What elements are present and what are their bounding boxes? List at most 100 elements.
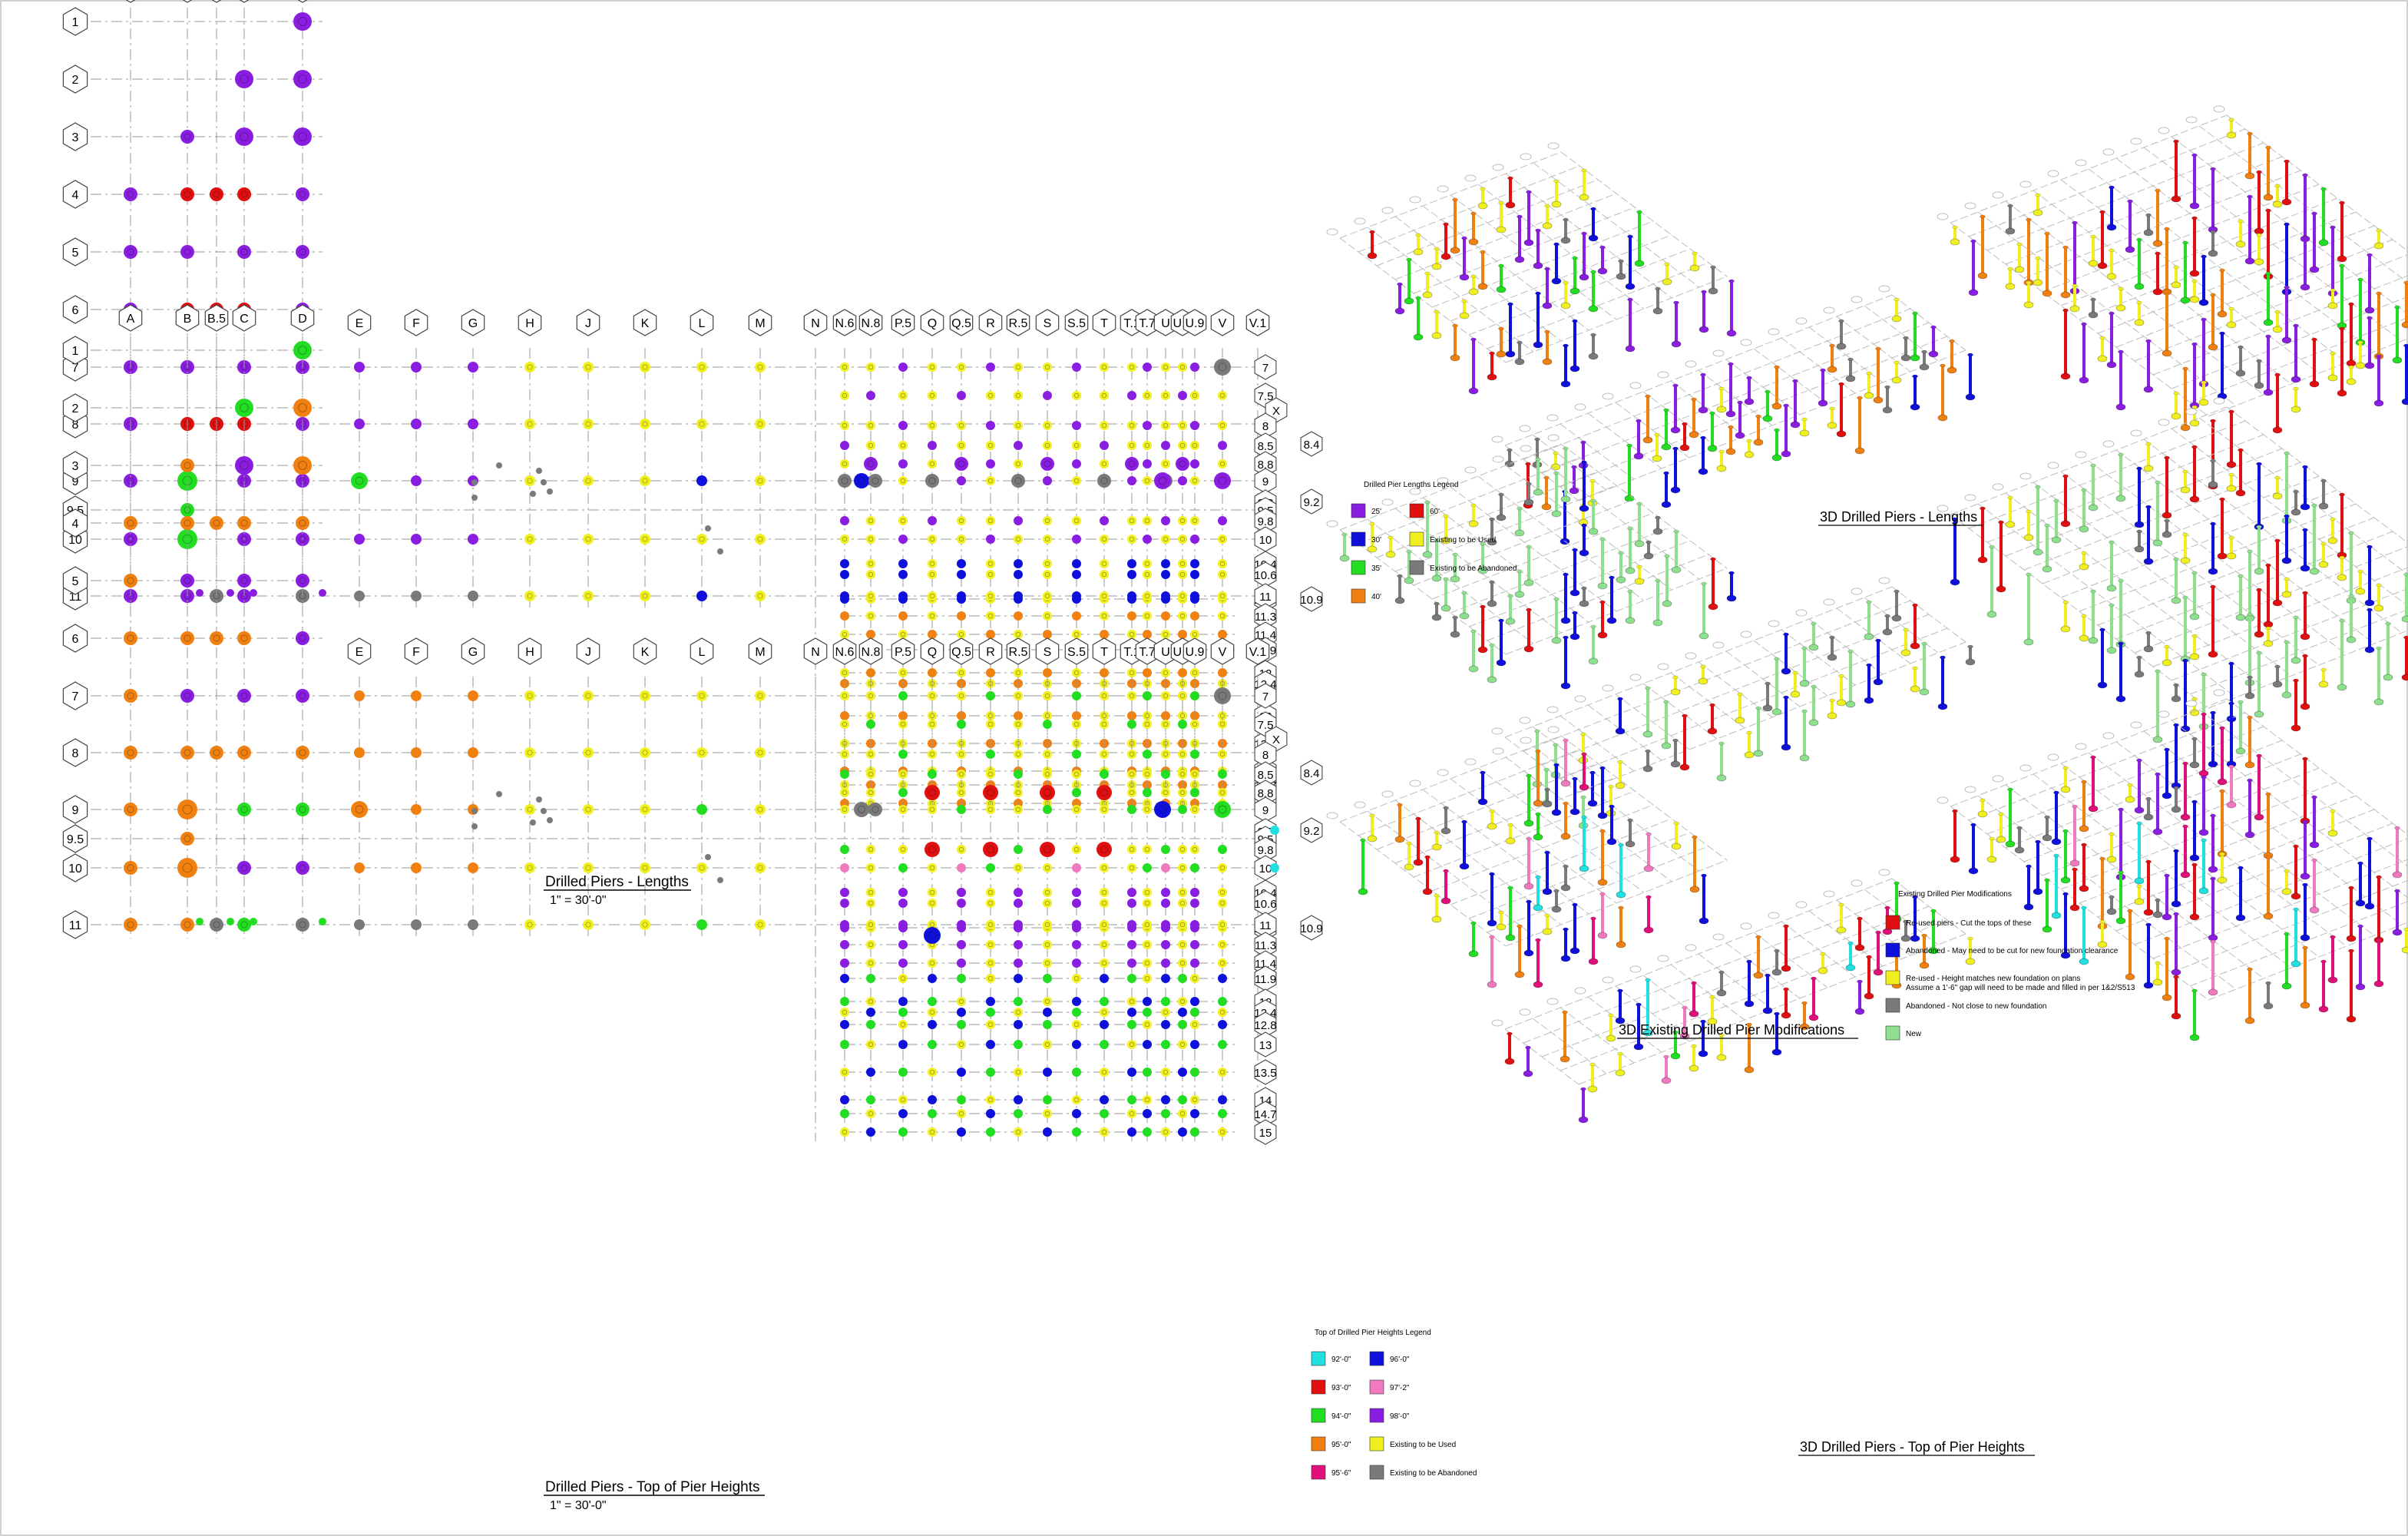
grid-bubble [1254, 354, 1277, 380]
pier-marker [1072, 888, 1081, 897]
iso-pier-top [1664, 262, 1670, 266]
grid-label: 8.4 [1304, 439, 1320, 452]
pier-marker [1043, 691, 1052, 700]
iso-pier-top [1498, 492, 1504, 497]
iso-grid-line [2042, 767, 2320, 876]
pier-marker [1143, 1040, 1152, 1049]
pier-marker [898, 362, 908, 372]
iso-pier-bell [2244, 692, 2255, 700]
pier-marker [1072, 570, 1081, 579]
iso-pier-bell [1873, 678, 1884, 686]
legend-swatch [1885, 1025, 1900, 1041]
iso-pier-bell [1394, 836, 1405, 843]
iso-pier-top [1397, 282, 1403, 286]
iso-pier-top [2219, 789, 2225, 793]
pier-marker [293, 127, 312, 146]
iso-pier-bell [2088, 504, 2099, 511]
pier-marker [1043, 940, 1052, 949]
iso-pier-bell [2005, 283, 2016, 290]
pier-marker [1100, 888, 1109, 897]
pier-marker-ring [1144, 806, 1150, 813]
legend-swatch [1351, 503, 1366, 518]
iso-pier-top [1470, 337, 1477, 342]
iso-pier-bell [1670, 486, 1681, 494]
iso-pier-bell [1950, 238, 1960, 246]
pier-marker [196, 918, 203, 925]
pier-marker [1143, 845, 1152, 854]
pier-marker [957, 362, 966, 372]
iso-grid-bubble [1712, 933, 1725, 941]
pier-small [536, 468, 542, 474]
pier-marker [957, 770, 966, 779]
iso-pier-bell [2281, 198, 2292, 206]
iso-pier-top [1700, 372, 1706, 377]
pier-marker [755, 591, 766, 601]
pier-marker [296, 574, 309, 588]
pier-marker [1014, 516, 1023, 525]
iso-pier-top [1443, 806, 1449, 810]
pier-marker-ring [527, 421, 533, 427]
iso-pier-bell [1597, 267, 1608, 275]
pier-marker [1072, 845, 1081, 854]
iso-pier-bell [1468, 238, 1479, 246]
grid-label: 13.5 [1254, 1067, 1276, 1080]
iso-pier-bell [1496, 923, 1507, 931]
pier-marker [866, 441, 875, 450]
iso-pier-bell [1661, 443, 1672, 451]
pier-marker-ring [1219, 721, 1226, 727]
iso-pier-bell [2023, 638, 2034, 646]
iso-grid-line [1642, 683, 1718, 740]
iso-pier-top [2210, 419, 2216, 423]
pier-small [547, 817, 553, 823]
iso-pier-bell [2244, 1017, 2255, 1025]
iso-pier-top [1609, 804, 1615, 809]
pier-marker-ring [182, 862, 193, 873]
pier-marker [1161, 1127, 1170, 1137]
iso-pier-top [2145, 796, 2152, 801]
iso-pier-bell [2373, 399, 2384, 407]
iso-pier-bell [1625, 345, 1636, 353]
iso-grid-bubble [1657, 955, 1669, 962]
pier-marker [1100, 668, 1109, 677]
pier-marker [1218, 720, 1227, 729]
iso-pier-bell [1781, 667, 1791, 675]
iso-pier-bell [1339, 554, 1350, 562]
pier-marker [1190, 1040, 1199, 1049]
pier-marker [1161, 591, 1170, 601]
iso-pier-bell [1771, 454, 1782, 462]
iso-pier-bell [1986, 856, 1997, 863]
pier-marker-ring [240, 74, 249, 84]
iso-pier-bell [1431, 614, 1442, 621]
pier-marker-ring [987, 960, 994, 966]
grid-bubble [1182, 309, 1207, 336]
iso-pier-top [2155, 898, 2161, 902]
iso-pier-bell [1570, 365, 1580, 372]
iso-pier-bell [2346, 636, 2357, 644]
iso-grid-line [2042, 475, 2320, 584]
pier-marker-ring [958, 1041, 964, 1048]
iso-pier-top [2099, 856, 2105, 861]
iso-pier-bell [2300, 703, 2310, 710]
iso-grid-line [2060, 781, 2338, 890]
pier-marker [840, 750, 849, 759]
iso-grid-bubble [1740, 631, 1752, 638]
iso-pier-bell [1854, 944, 1865, 952]
iso-pier-top [1434, 830, 1440, 835]
iso-pier-bell [1808, 719, 1819, 727]
iso-pier-bell [1799, 1023, 1810, 1031]
iso-pier-top [1617, 988, 1623, 993]
iso-pier-bell [2152, 240, 2163, 247]
iso-pier-top [1857, 916, 1863, 921]
pier-marker [1100, 750, 1109, 759]
pier-marker-ring [929, 1069, 935, 1075]
pier-marker-ring [1163, 392, 1169, 399]
iso-pier-top [1692, 251, 1698, 256]
pier-marker-ring [1101, 922, 1107, 928]
iso-pier-top [2403, 927, 2408, 932]
iso-pier-bell [1670, 688, 1681, 696]
pier-marker [866, 535, 875, 544]
iso-pier-bell [1468, 387, 1479, 395]
iso-grid-bubble [2047, 462, 2059, 469]
pier-marker [1096, 785, 1112, 800]
pier-marker-ring [1044, 751, 1050, 757]
